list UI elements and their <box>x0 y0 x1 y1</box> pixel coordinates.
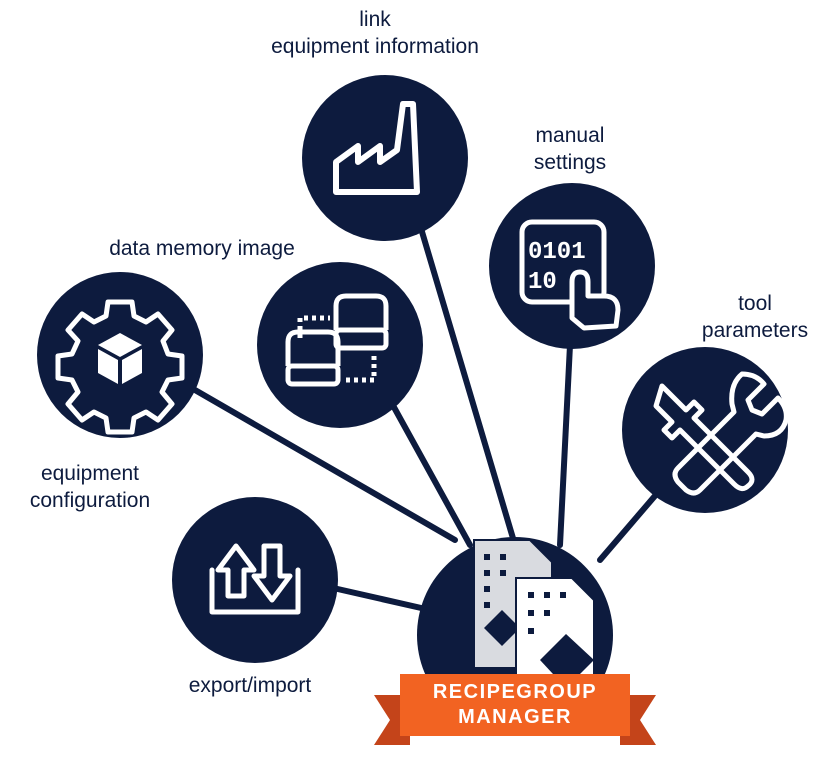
node-tool-parameters <box>622 347 789 513</box>
connector-link-equipment <box>417 222 518 548</box>
node-equipment-configuration <box>37 272 203 438</box>
label-link-equipment-line2: equipment information <box>271 35 479 58</box>
connectors <box>192 222 663 613</box>
connector-export-import <box>317 582 433 613</box>
banner-title-line2: MANAGER <box>458 706 572 728</box>
node-manual-settings: 0101 10 <box>489 183 655 349</box>
label-equipment-configuration: equipment configuration <box>2 460 178 514</box>
label-manual-settings-line1: manual <box>535 124 605 147</box>
binary-touch-icon: 0101 10 <box>519 219 621 331</box>
label-manual-settings-line2: settings <box>533 151 607 174</box>
label-equipment-configuration-line1: equipment <box>40 462 140 485</box>
label-export-import: export/import <box>188 674 312 697</box>
label-link-equipment: link equipment information <box>210 6 540 60</box>
label-tool-parameters: tool parameters <box>680 290 830 344</box>
banner-title: RECIPEGROUP MANAGER <box>385 680 645 730</box>
node-link-equipment <box>302 75 468 241</box>
connector-manual-settings <box>557 342 573 548</box>
banner-ribbon <box>374 674 656 745</box>
label-tool-parameters-line2: parameters <box>701 319 809 342</box>
banner-title-line1: RECIPEGROUP <box>432 681 598 703</box>
label-manual-settings: manual settings <box>510 122 630 176</box>
node-data-memory-image <box>257 262 423 428</box>
label-tool-parameters-line1: tool <box>738 292 772 315</box>
label-link-equipment-line1: link <box>359 8 391 31</box>
storage-transfer-icon <box>285 293 389 387</box>
node-export-import <box>172 497 338 663</box>
gear-cube-icon <box>55 299 185 435</box>
svg-text:0101: 0101 <box>528 239 586 266</box>
connector-tool-parameters <box>597 487 663 563</box>
export-import-icon <box>209 543 301 615</box>
label-data-memory-image: data memory image <box>109 237 295 260</box>
factory-icon <box>333 101 420 195</box>
tools-icon <box>653 371 789 496</box>
connector-data-memory <box>387 397 473 548</box>
connector-equipment-configuration <box>192 387 458 543</box>
node-recipegroup-manager <box>374 537 656 745</box>
svg-text:10: 10 <box>528 269 557 296</box>
label-equipment-configuration-line2: configuration <box>29 489 151 512</box>
